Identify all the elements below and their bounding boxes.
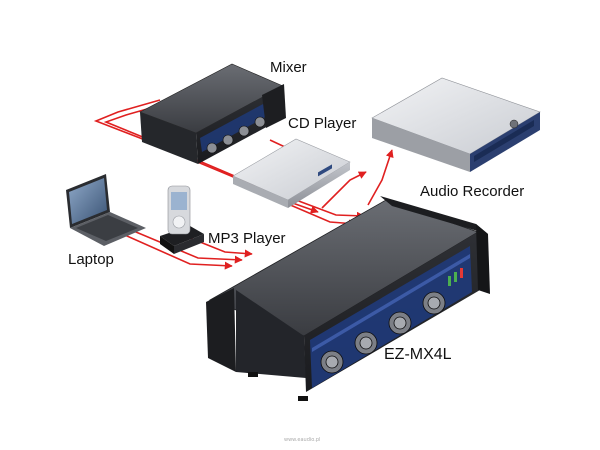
label-main-device: EZ-MX4L bbox=[384, 346, 452, 363]
mp3-screen bbox=[171, 192, 187, 210]
mixer-knob bbox=[206, 142, 218, 154]
label-mp3-player: MP3 Player bbox=[208, 230, 286, 247]
cd-display bbox=[318, 164, 332, 177]
footer-credit: www.eaudio.pl bbox=[284, 437, 321, 443]
laptop-device bbox=[66, 174, 146, 246]
cable-rec-1 bbox=[367, 149, 394, 206]
label-laptop: Laptop bbox=[68, 251, 114, 268]
main-knobs bbox=[320, 291, 446, 374]
mixer-knob bbox=[222, 134, 234, 146]
label-mixer: Mixer bbox=[270, 59, 307, 76]
label-audio-recorder: Audio Recorder bbox=[420, 183, 525, 200]
cable-laptop-1 bbox=[117, 231, 233, 270]
cable-cd-2 bbox=[295, 199, 365, 220]
cable-laptop-2 bbox=[123, 226, 243, 264]
mp3-wheel bbox=[172, 215, 186, 229]
mixer-knob bbox=[238, 125, 250, 137]
cable-rec-2 bbox=[321, 171, 367, 209]
cd-player-device bbox=[232, 138, 351, 208]
level-meters bbox=[448, 268, 463, 286]
mixer-knobs bbox=[206, 116, 266, 154]
main-device bbox=[206, 196, 490, 401]
mixer-knob bbox=[254, 116, 266, 128]
label-cd-player: CD Player bbox=[288, 115, 357, 132]
recorder-dial bbox=[509, 119, 519, 129]
mp3-player-device bbox=[160, 185, 204, 254]
mixer-device bbox=[139, 63, 286, 164]
audio-recorder-device bbox=[371, 77, 541, 172]
